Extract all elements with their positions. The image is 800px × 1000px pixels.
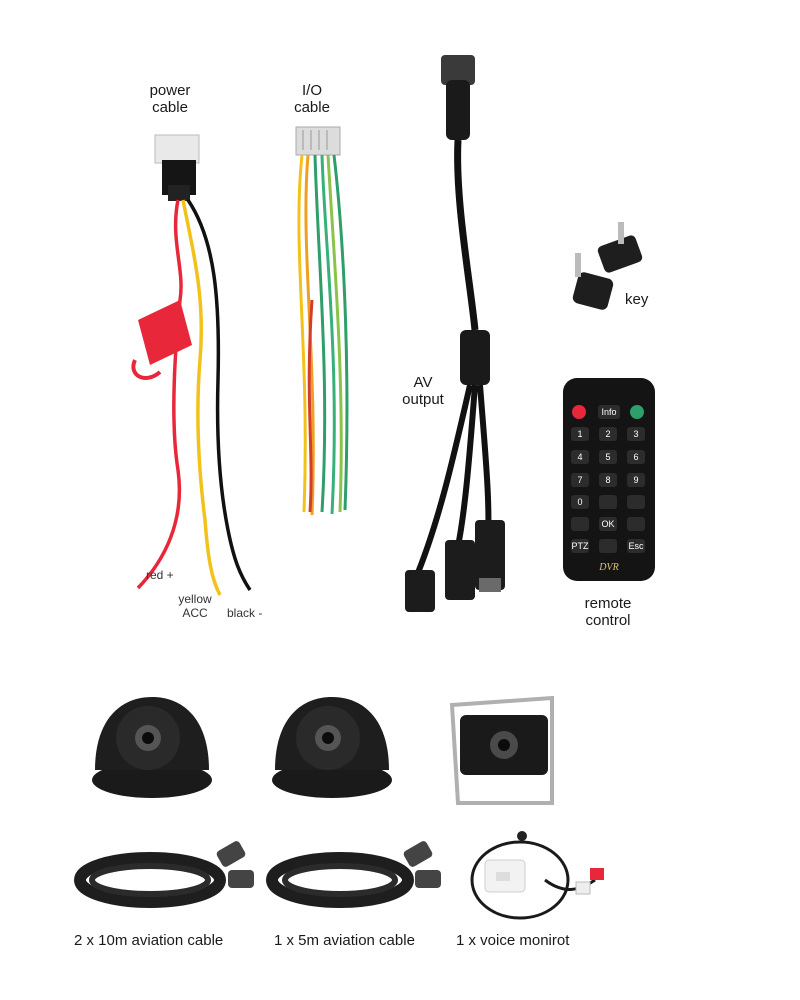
remote-key-5: 5 <box>605 452 610 462</box>
dome-camera-2 <box>272 697 392 798</box>
black-wire-label: black - <box>227 606 263 620</box>
remote-key-8: 8 <box>605 475 610 485</box>
aviation-cable-10m-caption: 2 x 10m aviation cable <box>74 932 224 949</box>
remote-key-0: 0 <box>577 497 582 507</box>
remote-key-info: Info <box>601 407 616 417</box>
aviation-cable-10m <box>74 841 254 908</box>
yellow-wire-label: yellow ACC <box>178 592 212 620</box>
remote-control-label: remote control <box>584 595 632 629</box>
dome-camera-1 <box>92 697 212 798</box>
io-cable <box>295 126 349 516</box>
power-cable-label: power cable <box>149 82 191 116</box>
voice-monitor <box>470 831 604 920</box>
remote-key-9: 9 <box>633 475 638 485</box>
remote-key-esc: Esc <box>628 541 644 551</box>
aviation-cable-5m-caption: 1 x 5m aviation cable <box>274 932 415 949</box>
red-wire-label: red + <box>146 568 174 582</box>
voice-monitor-caption: 1 x voice monirot <box>456 932 570 949</box>
remote-key-ptz: PTZ <box>572 541 590 551</box>
power-cable <box>131 134 252 596</box>
remote-control-image: Info 1 2 3 4 5 6 7 8 9 0 OK PTZ Esc DVR <box>563 378 655 581</box>
io-cable-label: I/O cable <box>294 82 330 116</box>
key-label: key <box>625 291 649 308</box>
remote-key-ok: OK <box>601 519 614 529</box>
av-output-cable <box>405 55 505 612</box>
remote-key-4: 4 <box>577 452 582 462</box>
remote-key-3: 3 <box>633 429 638 439</box>
rear-camera <box>449 695 554 805</box>
remote-brand: DVR <box>598 562 618 573</box>
aviation-cable-5m <box>266 841 441 908</box>
remote-key-6: 6 <box>633 452 638 462</box>
remote-key-2: 2 <box>605 429 610 439</box>
remote-key-7: 7 <box>577 475 582 485</box>
remote-key-1: 1 <box>577 429 582 439</box>
keys-image <box>572 222 643 310</box>
av-output-label: AV output <box>402 374 444 408</box>
